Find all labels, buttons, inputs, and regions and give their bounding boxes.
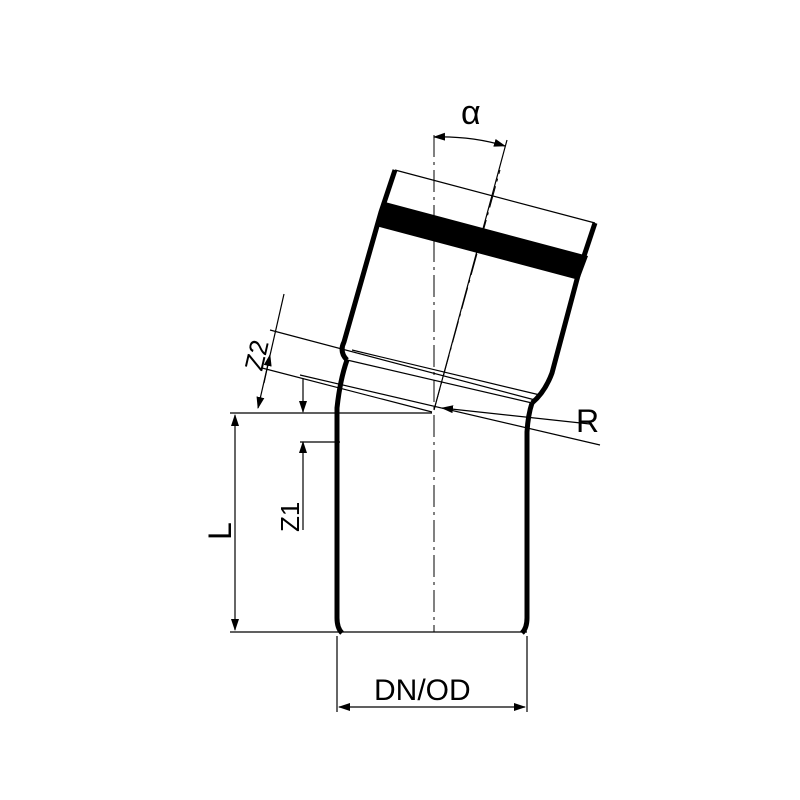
socket-right-wall <box>530 222 598 405</box>
dn-od-label: DN/OD <box>374 674 471 707</box>
alpha-label: α <box>461 94 481 132</box>
spigot-right-wall <box>520 402 535 635</box>
seal-ring <box>376 202 588 280</box>
socket-top-edge <box>394 169 596 224</box>
z1-label: Z1 <box>275 502 305 532</box>
spigot-left-wall <box>334 359 350 635</box>
z2-dimension-line <box>256 293 285 409</box>
z2-extension-line-1 <box>269 329 536 401</box>
socket-left-wall <box>339 169 398 362</box>
z2-extension-line-2 <box>261 367 433 413</box>
angle-reference-line <box>433 139 508 411</box>
socket-base-line-2 <box>351 349 541 396</box>
z2-dimension-line-lower <box>263 354 272 384</box>
socket-base-line <box>346 359 533 404</box>
r-label: R <box>576 403 599 439</box>
r-extension-line <box>299 374 601 446</box>
z2-label: Z2 <box>239 337 275 373</box>
r-dimension-line <box>441 405 591 425</box>
l-label: L <box>202 522 238 540</box>
angle-dimension-arc <box>433 132 506 147</box>
